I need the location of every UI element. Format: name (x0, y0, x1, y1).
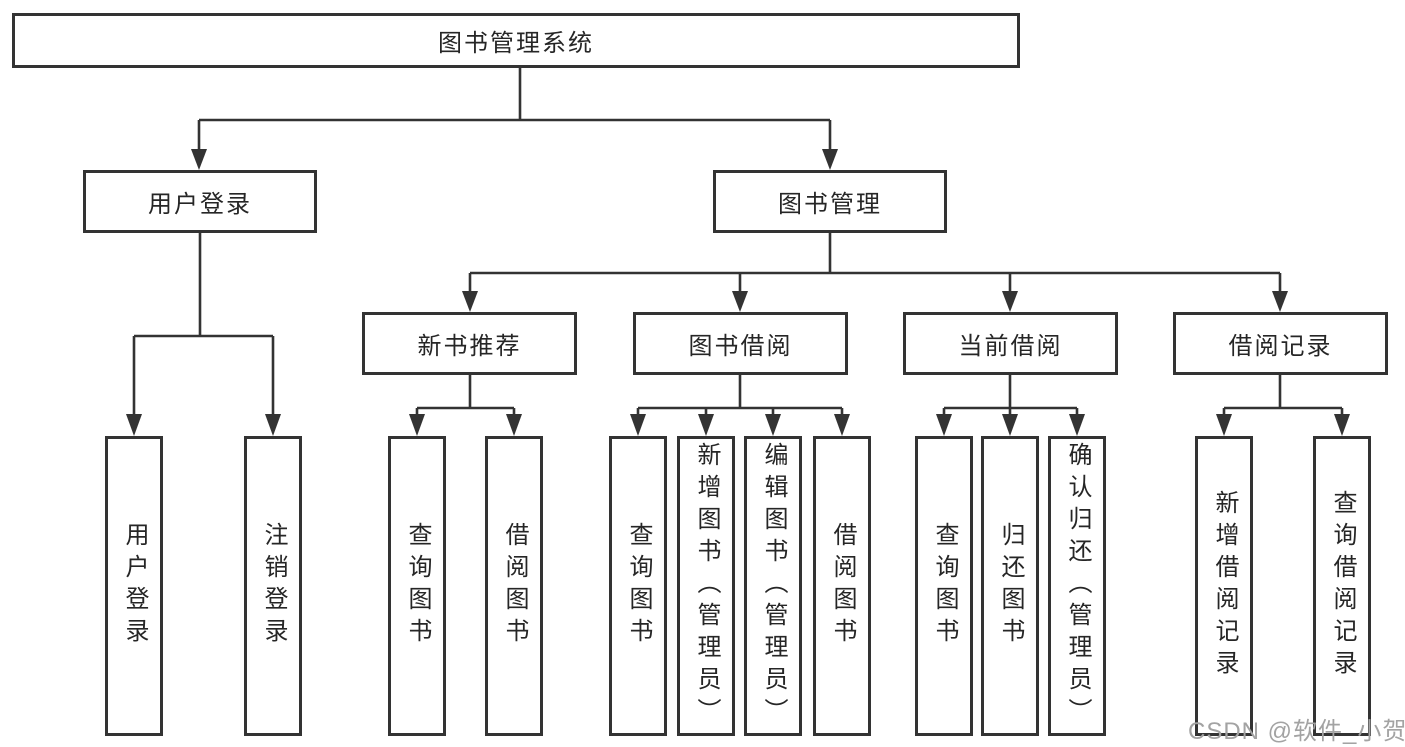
leaf-label: 用户登录 (121, 522, 148, 650)
leaf-borrow-books-recommend: 借阅图书 (485, 436, 543, 736)
csdn-watermark: CSDN @软件_小贺同学 (1188, 718, 1405, 745)
leaf-label: 查询图书 (931, 522, 958, 650)
leaf-label: 归还图书 (997, 522, 1024, 650)
leaf-edit-books-admin: 编辑图书（管理员） (744, 436, 802, 736)
leaf-query-books-current: 查询图书 (915, 436, 973, 736)
node-user-login: 用户登录 (83, 170, 317, 233)
node-book-borrowing: 图书借阅 (633, 312, 848, 375)
node-library-management-system: 图书管理系统 (12, 13, 1020, 68)
arrowheads (126, 149, 1350, 436)
leaf-label: 查询借阅记录 (1329, 490, 1356, 682)
leaf-label: 查询图书 (625, 522, 652, 650)
leaf-add-books-admin: 新增图书（管理员） (677, 436, 735, 736)
leaf-query-books-borrow: 查询图书 (609, 436, 667, 736)
node-book-management: 图书管理 (713, 170, 947, 233)
leaf-label: 查询图书 (404, 522, 431, 650)
leaf-label: 确认归还（管理员） (1064, 442, 1091, 730)
leaf-confirm-return-admin: 确认归还（管理员） (1048, 436, 1106, 736)
leaf-label: 新增图书（管理员） (693, 442, 720, 730)
node-current-borrowing: 当前借阅 (903, 312, 1118, 375)
node-borrowing-records: 借阅记录 (1173, 312, 1388, 375)
leaf-logout: 注销登录 (244, 436, 302, 736)
leaf-borrow-books-borrow: 借阅图书 (813, 436, 871, 736)
leaf-label: 借阅图书 (501, 522, 528, 650)
leaf-return-books: 归还图书 (981, 436, 1039, 736)
leaf-label: 注销登录 (260, 522, 287, 650)
leaf-label: 新增借阅记录 (1211, 490, 1238, 682)
leaf-label: 编辑图书（管理员） (760, 442, 787, 730)
leaf-add-borrow-record: 新增借阅记录 (1195, 436, 1253, 736)
leaf-label: 借阅图书 (829, 522, 856, 650)
leaf-query-borrow-record: 查询借阅记录 (1313, 436, 1371, 736)
node-new-book-recommendation: 新书推荐 (362, 312, 577, 375)
leaf-query-books-recommend: 查询图书 (388, 436, 446, 736)
leaf-user-login: 用户登录 (105, 436, 163, 736)
